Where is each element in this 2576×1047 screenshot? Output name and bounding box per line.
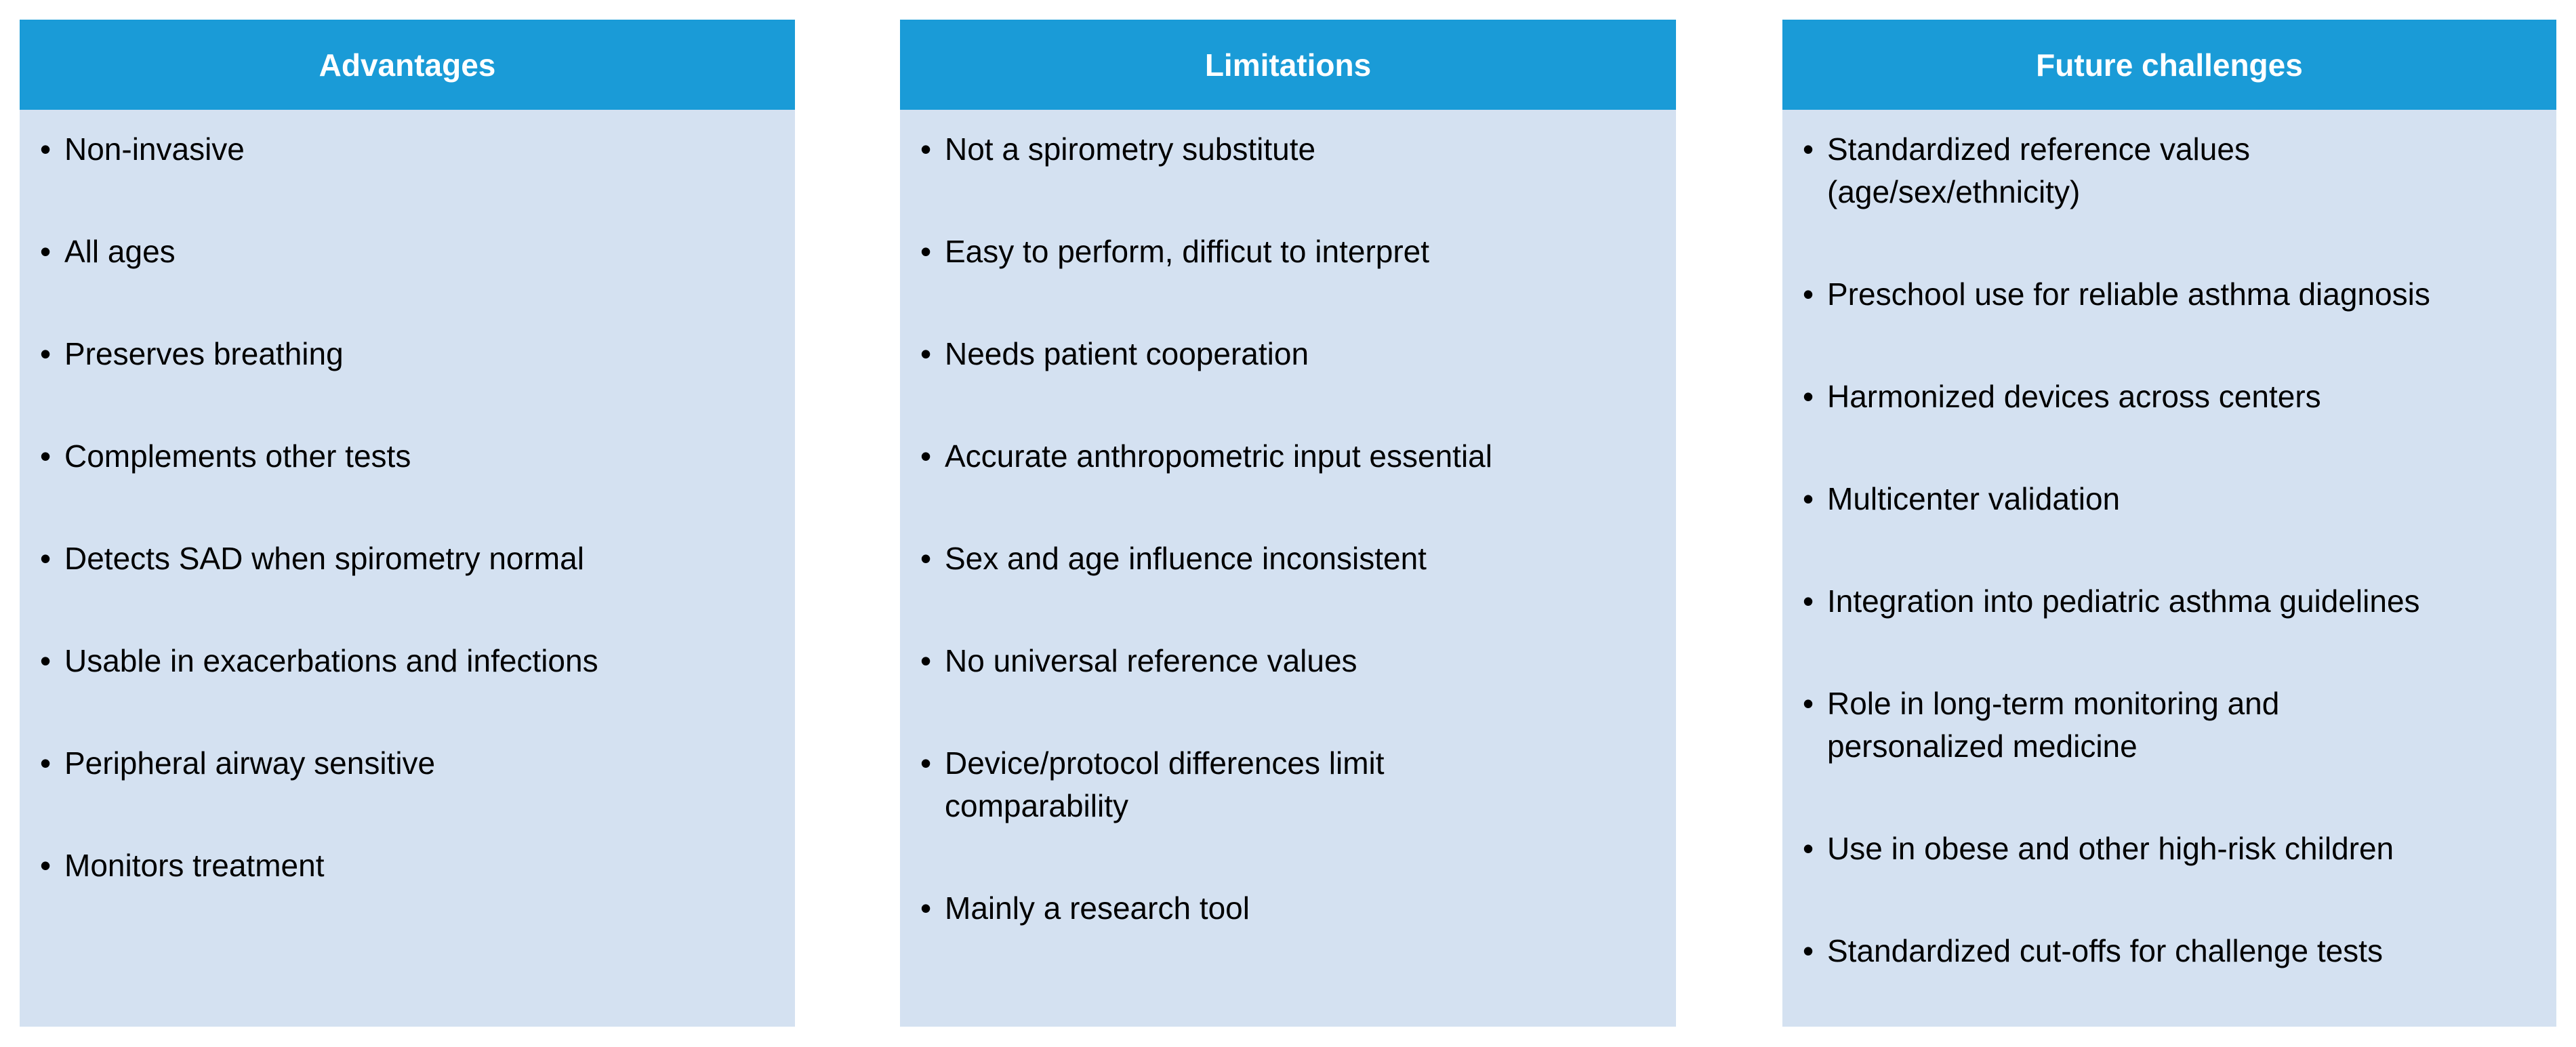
bullet-icon: • <box>1803 831 1814 866</box>
list-item-text: Detects SAD when spirometry normal <box>64 541 584 576</box>
list-item: • Monitors treatment <box>20 844 795 887</box>
panel-header: Advantages <box>20 20 795 110</box>
panel-header: Limitations <box>900 20 1676 110</box>
bullet-icon: • <box>40 848 52 883</box>
list-item: • Usable in exacerbations and infections <box>20 640 795 682</box>
limitations-panel: Limitations • Not a spirometry substitute… <box>900 20 1676 1027</box>
bullet-icon: • <box>40 541 52 576</box>
list-item: • Easy to perform, difficut to interpret <box>900 230 1676 273</box>
list-item-text: All ages <box>64 234 176 269</box>
bullet-icon: • <box>920 541 932 576</box>
list-item-text: Monitors treatment <box>64 848 325 883</box>
list-item-text: personalized medicine <box>1827 728 2138 764</box>
list-item: • Use in obese and other high-risk childr… <box>1782 827 2556 870</box>
list-item: • Harmonized devices across centers <box>1782 375 2556 418</box>
list-item-text: Mainly a research tool <box>945 890 1250 926</box>
panel-body: • Standardized reference values (age/sex/e… <box>1782 110 2556 972</box>
panel-header: Future challenges <box>1782 20 2556 110</box>
list-item-text: Use in obese and other high-risk childre… <box>1827 831 2394 866</box>
list-item-text: Easy to perform, difficut to interpret <box>945 234 1430 269</box>
list-item: • Integration into pediatric asthma guide… <box>1782 580 2556 623</box>
advantages-panel: Advantages • Non-invasive • All ages • Preser… <box>20 20 795 1027</box>
list-item: • Detects SAD when spirometry normal <box>20 537 795 580</box>
list-item-text: Preserves breathing <box>64 336 344 371</box>
list-item: • Preserves breathing <box>20 333 795 375</box>
bullet-icon: • <box>1803 583 1814 619</box>
list-item: • Standardized cut-offs for challenge tes… <box>1782 930 2556 972</box>
list-item-text: Sex and age influence inconsistent <box>945 541 1427 576</box>
list-item: • Sex and age influence inconsistent <box>900 537 1676 580</box>
bullet-icon: • <box>1803 131 1814 167</box>
list-item-text: Harmonized devices across centers <box>1827 379 2321 414</box>
bullet-icon: • <box>1803 686 1814 721</box>
list-item-text: Device/protocol differences limit <box>945 745 1385 781</box>
future-challenges-panel: Future challenges • Standardized referenc… <box>1782 20 2556 1027</box>
list-item: • Needs patient cooperation <box>900 333 1676 375</box>
bullet-icon: • <box>40 336 52 371</box>
bullet-icon: • <box>920 438 932 474</box>
list-item-text: Multicenter validation <box>1827 481 2121 516</box>
bullet-icon: • <box>40 745 52 781</box>
list-item-text: Integration into pediatric asthma guidel… <box>1827 583 2420 619</box>
list-item-text: (age/sex/ethnicity) <box>1827 174 2081 209</box>
bullet-icon: • <box>920 643 932 678</box>
list-item-text: Preschool use for reliable asthma diagno… <box>1827 276 2430 312</box>
list-item-text: Non-invasive <box>64 131 245 167</box>
bullet-icon: • <box>1803 379 1814 414</box>
list-item-text: Not a spirometry substitute <box>945 131 1316 167</box>
list-item: • No universal reference values <box>900 640 1676 682</box>
bullet-icon: • <box>920 745 932 781</box>
list-item: • Role in long-term monitoring and persona… <box>1782 682 2556 768</box>
bullet-icon: • <box>40 234 52 269</box>
list-item: • Preschool use for reliable asthma diagn… <box>1782 273 2556 316</box>
bullet-icon: • <box>40 643 52 678</box>
panel-body: • Non-invasive • All ages • Preserves breathi… <box>20 110 795 887</box>
bullet-icon: • <box>1803 933 1814 968</box>
list-item: • Non-invasive <box>20 128 795 171</box>
bullet-icon: • <box>40 131 52 167</box>
panel-body: • Not a spirometry substitute • Easy to per… <box>900 110 1676 930</box>
list-item-text: Usable in exacerbations and infections <box>64 643 598 678</box>
bullet-icon: • <box>920 131 932 167</box>
list-item-text: Role in long-term monitoring and <box>1827 686 2280 721</box>
list-item: • Multicenter validation <box>1782 478 2556 520</box>
bullet-icon: • <box>1803 276 1814 312</box>
list-item-text: Standardized cut-offs for challenge test… <box>1827 933 2383 968</box>
list-item: • Standardized reference values (age/sex/e… <box>1782 128 2556 213</box>
list-item: • Complements other tests <box>20 435 795 478</box>
list-item: • Device/protocol differences limit compar… <box>900 742 1676 827</box>
list-item: • Mainly a research tool <box>900 887 1676 930</box>
list-item: • All ages <box>20 230 795 273</box>
list-item: • Accurate anthropometric input essential <box>900 435 1676 478</box>
bullet-icon: • <box>40 438 52 474</box>
list-item-text: Standardized reference values <box>1827 131 2250 167</box>
bullet-icon: • <box>920 336 932 371</box>
list-item-text: Peripheral airway sensitive <box>64 745 436 781</box>
list-item: • Peripheral airway sensitive <box>20 742 795 785</box>
list-item-text: No universal reference values <box>945 643 1357 678</box>
bullet-icon: • <box>1803 481 1814 516</box>
list-item-text: Accurate anthropometric input essential <box>945 438 1492 474</box>
list-item-text: Complements other tests <box>64 438 411 474</box>
bullet-icon: • <box>920 890 932 926</box>
list-item-text: Needs patient cooperation <box>945 336 1309 371</box>
bullet-icon: • <box>920 234 932 269</box>
list-item: • Not a spirometry substitute <box>900 128 1676 171</box>
list-item-text: comparability <box>945 788 1128 823</box>
